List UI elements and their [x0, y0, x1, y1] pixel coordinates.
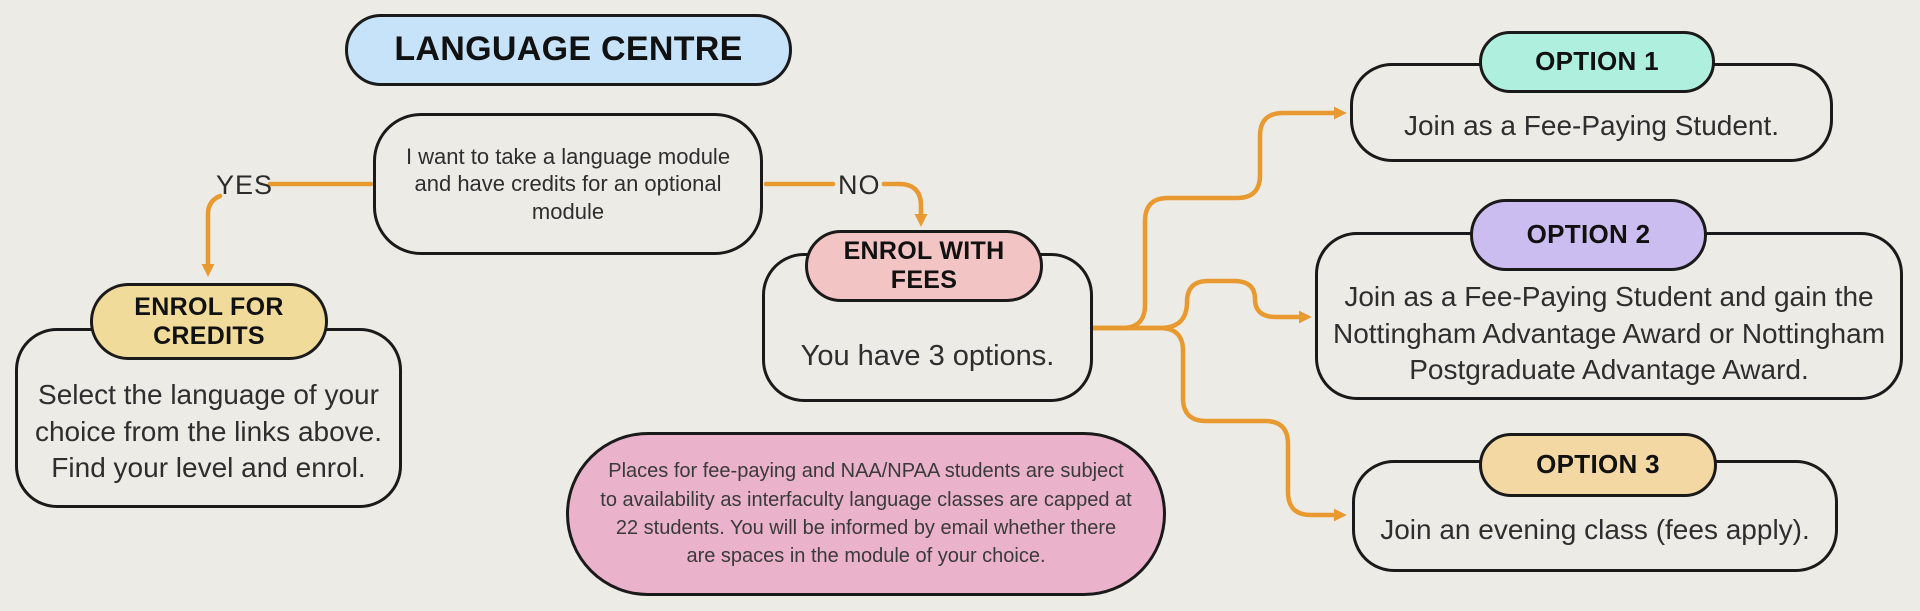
enrol-for-credits-pill: ENROL FOR CREDITS [90, 283, 328, 360]
option-2-pill: OPTION 2 [1470, 199, 1707, 271]
option-3-pill: OPTION 3 [1479, 433, 1717, 497]
question-box: I want to take a language module and hav… [373, 113, 763, 255]
option-1-pill: OPTION 1 [1479, 31, 1715, 93]
title-pill: LANGUAGE CENTRE [345, 14, 792, 86]
availability-note: Places for fee-paying and NAA/NPAA stude… [566, 432, 1166, 596]
option2-connector [1090, 278, 1312, 331]
enrol-with-fees-pill: ENROL WITH FEES [805, 230, 1043, 302]
no-arrow [881, 181, 928, 227]
option1-connector [1090, 106, 1347, 331]
option3-connector [1090, 325, 1347, 522]
option-2-box: Join as a Fee-Paying Student and gain th… [1315, 232, 1903, 400]
no-label: NO [838, 170, 881, 200]
yes-label: YES [216, 170, 274, 200]
yes-arrow [201, 193, 223, 277]
